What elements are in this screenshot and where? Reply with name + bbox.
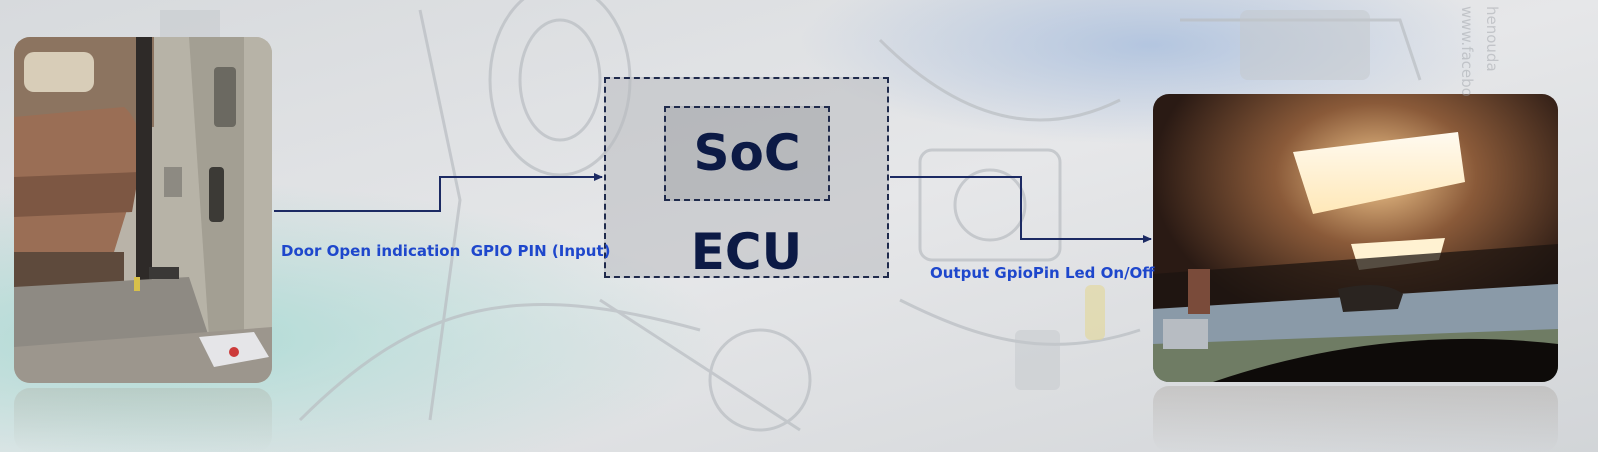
ecu-label: ECU xyxy=(690,223,803,281)
watermark-line2: henouda xyxy=(1483,6,1501,72)
dome-light-photo xyxy=(1153,94,1558,382)
watermark: www.facebo henouda xyxy=(1458,6,1501,97)
soc-block xyxy=(664,106,830,201)
watermark-line1: www.facebo xyxy=(1458,6,1476,97)
soc-label: SoC xyxy=(693,124,801,182)
dome-light-photo-reflection xyxy=(1153,386,1558,452)
input-signal-arrow xyxy=(274,173,603,212)
door-open-photo xyxy=(14,37,272,383)
output-signal-label: Output GpioPin Led On/Off xyxy=(930,264,1155,282)
output-signal-arrow xyxy=(890,176,1152,243)
input-signal-label: Door Open indication GPIO PIN (Input) xyxy=(281,242,611,260)
door-photo-reflection xyxy=(14,388,272,452)
